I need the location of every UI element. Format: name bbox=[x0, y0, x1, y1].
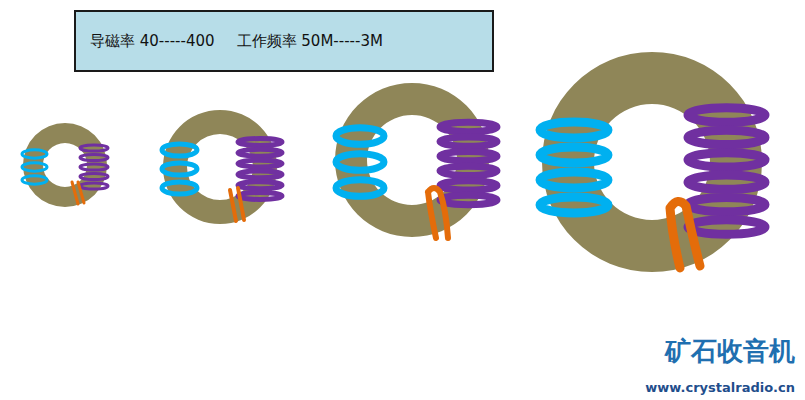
title-box: 导磁率 40-----400 工作频率 50M-----3M bbox=[74, 10, 494, 72]
coil-turn bbox=[440, 152, 497, 161]
spec-text: 导磁率 40-----400 bbox=[90, 32, 215, 51]
coil-turn bbox=[22, 163, 47, 171]
coil-turn bbox=[238, 193, 282, 200]
coil-turn bbox=[22, 176, 47, 184]
coil-turn bbox=[440, 181, 497, 190]
coil-turn bbox=[80, 154, 108, 160]
coil-turn bbox=[540, 197, 608, 213]
coil-turn bbox=[80, 164, 108, 170]
coil-windings bbox=[22, 108, 765, 234]
watermark-url: www.crystalradio.cn bbox=[645, 380, 795, 395]
coil-turn bbox=[238, 171, 282, 178]
toroid-cores bbox=[23, 52, 762, 272]
coil-turn bbox=[336, 154, 384, 171]
coil-turn bbox=[688, 130, 765, 144]
coil-turn bbox=[688, 153, 765, 167]
coil-turn bbox=[162, 144, 197, 156]
coil-turn bbox=[238, 160, 282, 167]
coil-turn bbox=[162, 182, 197, 194]
coil-turn bbox=[238, 139, 282, 146]
coil-turn bbox=[688, 220, 765, 234]
coil-turn bbox=[336, 180, 384, 197]
coil-turn bbox=[238, 149, 282, 156]
coil-turn bbox=[336, 128, 384, 145]
coil-turn bbox=[440, 122, 497, 131]
coil-turn bbox=[440, 166, 497, 175]
coil-turn bbox=[688, 197, 765, 211]
coil-turn bbox=[80, 183, 108, 189]
spec-text: 工作频率 50M-----3M bbox=[237, 32, 383, 51]
coil-turn bbox=[238, 182, 282, 189]
coil-turn bbox=[540, 172, 608, 188]
coil-turn bbox=[80, 173, 108, 179]
coil-leads bbox=[72, 182, 700, 268]
coil-turn bbox=[540, 147, 608, 163]
coil-turn bbox=[688, 108, 765, 122]
coil-turn bbox=[22, 150, 47, 158]
coil-turn bbox=[440, 137, 497, 146]
coil-turn bbox=[80, 145, 108, 151]
coil-turn bbox=[162, 163, 197, 175]
coil-turn bbox=[688, 175, 765, 189]
watermark-title: 矿石收音机 bbox=[665, 334, 795, 369]
coil-turn bbox=[440, 195, 497, 204]
coil-turn bbox=[540, 122, 608, 138]
